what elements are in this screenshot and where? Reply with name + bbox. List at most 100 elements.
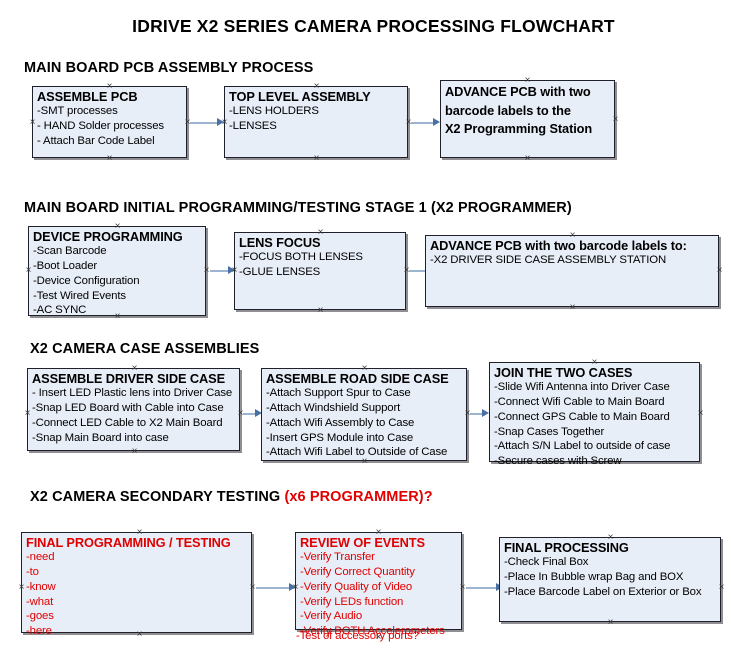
selection-handle[interactable] — [220, 118, 229, 127]
node-line: -Attach Support Spur to Case — [266, 387, 411, 400]
node-line: -Verify LEDs function — [300, 595, 404, 608]
node-join-the-two-cases[interactable]: JOIN THE TWO CASES -Slide Wifi Antenna i… — [489, 362, 700, 467]
selection-handle[interactable] — [606, 618, 615, 627]
node-assemble-driver-side-case[interactable]: ASSEMBLE DRIVER SIDE CASE - Insert LED P… — [27, 368, 240, 451]
connector-line — [243, 413, 257, 415]
selection-handle[interactable] — [360, 364, 369, 373]
node-title: FINAL PROCESSING — [504, 540, 629, 555]
page-title: IDRIVE X2 SERIES CAMERA PROCESSING FLOWC… — [132, 16, 615, 36]
node-lens-focus[interactable]: LENS FOCUS -FOCUS BOTH LENSES -GLUE LENS… — [234, 232, 406, 310]
section-heading-main-board-initial-programming: MAIN BOARD INITIAL PROGRAMMING/TESTING S… — [24, 200, 572, 216]
node-line: -Verify Correct Quantity — [300, 565, 415, 578]
node-title: ASSEMBLE DRIVER SIDE CASE — [32, 371, 226, 386]
selection-handle[interactable] — [696, 409, 705, 418]
node-line: -Attach Wifi Label to Outside of Case — [266, 446, 448, 459]
selection-handle[interactable] — [28, 118, 37, 127]
node-review-of-events[interactable]: REVIEW OF EVENTS -Verify Transfer -Verif… — [295, 532, 462, 637]
selection-handle[interactable] — [374, 633, 383, 642]
node-line: -Place Barcode Label on Exterior or Box — [504, 585, 702, 598]
selection-handle[interactable] — [316, 228, 325, 237]
node-line: -SMT processes — [37, 105, 118, 118]
node-device-programming[interactable]: DEVICE PROGRAMMING -Scan Barcode -Boot L… — [28, 226, 206, 316]
selection-handle[interactable] — [105, 82, 114, 91]
node-assemble-road-side-case[interactable]: ASSEMBLE ROAD SIDE CASE -Attach Support … — [261, 368, 467, 461]
selection-handle[interactable] — [17, 583, 26, 592]
node-title: JOIN THE TWO CASES — [494, 365, 633, 380]
connector-arrow-icon — [433, 118, 440, 126]
selection-handle[interactable] — [374, 528, 383, 537]
selection-handle[interactable] — [568, 303, 577, 312]
node-line: -what — [26, 595, 54, 608]
section-heading-accent: (x6 PROGRAMMER)? — [284, 489, 433, 505]
node-advance-pcb-driver-side-case[interactable]: ADVANCE PCB with two barcode labels to: … — [425, 235, 719, 307]
node-line: -Connect LED Cable to X2 Main Board — [32, 416, 223, 429]
node-line: -Verify Audio — [300, 610, 362, 623]
selection-handle[interactable] — [130, 447, 139, 456]
selection-handle[interactable] — [606, 533, 615, 542]
node-title: TOP LEVEL ASSEMBLY — [229, 89, 371, 104]
selection-handle[interactable] — [590, 458, 599, 467]
selection-handle[interactable] — [717, 583, 726, 592]
node-line: -need — [26, 551, 55, 564]
selection-handle[interactable] — [611, 115, 620, 124]
node-line: -X2 DRIVER SIDE CASE ASSEMBLY STATION — [430, 254, 667, 267]
connector-line — [470, 413, 484, 415]
selection-handle[interactable] — [105, 154, 114, 163]
node-assemble-pcb[interactable]: ASSEMBLE PCB -SMT processes - HAND Solde… — [32, 86, 187, 158]
node-title: barcode labels to the — [445, 102, 571, 118]
node-line: -Verify Transfer — [300, 551, 375, 564]
node-overflow-line-review-of-events: -Test of accessory ports? — [296, 630, 419, 642]
selection-handle[interactable] — [130, 364, 139, 373]
node-line: -to — [26, 565, 39, 578]
node-final-programming-testing[interactable]: FINAL PROGRAMMING / TESTING -need -to -k… — [21, 532, 252, 637]
node-line: -LENSES — [229, 119, 277, 132]
node-line: -Verify Quality of Video — [300, 580, 413, 593]
connector-line — [411, 122, 435, 124]
node-title: ADVANCE PCB with two — [445, 84, 591, 99]
selection-handle[interactable] — [523, 154, 532, 163]
connector-arrow-icon — [482, 409, 489, 417]
selection-handle[interactable] — [113, 222, 122, 231]
selection-handle[interactable] — [135, 528, 144, 537]
node-line: -Snap Cases Together — [494, 425, 605, 438]
node-line: - Attach Bar Code Label — [37, 134, 155, 147]
selection-handle[interactable] — [568, 231, 577, 240]
node-top-level-assembly[interactable]: TOP LEVEL ASSEMBLY -LENS HOLDERS -LENSES — [224, 86, 408, 158]
connector-line — [190, 122, 219, 124]
node-title: FINAL PROGRAMMING / TESTING — [26, 535, 231, 550]
node-title: DEVICE PROGRAMMING — [33, 229, 183, 244]
node-title: ASSEMBLE ROAD SIDE CASE — [266, 371, 449, 386]
selection-handle[interactable] — [523, 76, 532, 85]
selection-handle[interactable] — [113, 312, 122, 321]
node-line: -know — [26, 580, 56, 593]
node-line: -Boot Loader — [33, 259, 98, 272]
selection-handle[interactable] — [291, 583, 300, 592]
node-line: -LENS HOLDERS — [229, 105, 319, 118]
node-line: - Insert LED Plastic lens into Driver Ca… — [32, 387, 233, 400]
node-line: -Connect Wifi Cable to Main Board — [494, 395, 665, 408]
selection-handle[interactable] — [135, 630, 144, 639]
selection-handle[interactable] — [312, 82, 321, 91]
selection-handle[interactable] — [715, 266, 724, 275]
node-line: -Scan Barcode — [33, 245, 107, 258]
selection-handle[interactable] — [360, 457, 369, 466]
selection-handle[interactable] — [24, 266, 33, 275]
node-final-processing[interactable]: FINAL PROCESSING -Check Final Box -Place… — [499, 537, 721, 622]
selection-handle[interactable] — [316, 306, 325, 315]
node-line: -GLUE LENSES — [239, 265, 321, 278]
node-title: REVIEW OF EVENTS — [300, 535, 425, 550]
node-line: -Insert GPS Module into Case — [266, 431, 414, 444]
section-heading-text: X2 CAMERA SECONDARY TESTING — [30, 489, 281, 505]
selection-handle[interactable] — [230, 266, 239, 275]
node-line: -here — [26, 625, 52, 638]
selection-handle[interactable] — [312, 154, 321, 163]
selection-handle[interactable] — [23, 409, 32, 418]
node-line: -Snap LED Board with Cable into Case — [32, 401, 224, 414]
node-title: ASSEMBLE PCB — [37, 89, 138, 104]
node-advance-pcb-programming-station[interactable]: ADVANCE PCB with two barcode labels to t… — [440, 80, 615, 158]
connector-line — [210, 270, 230, 272]
selection-handle[interactable] — [590, 358, 599, 367]
node-title: LENS FOCUS — [239, 235, 321, 250]
section-heading-x2-camera-secondary-testing: X2 CAMERA SECONDARY TESTING (x6 PROGRAMM… — [30, 489, 433, 505]
